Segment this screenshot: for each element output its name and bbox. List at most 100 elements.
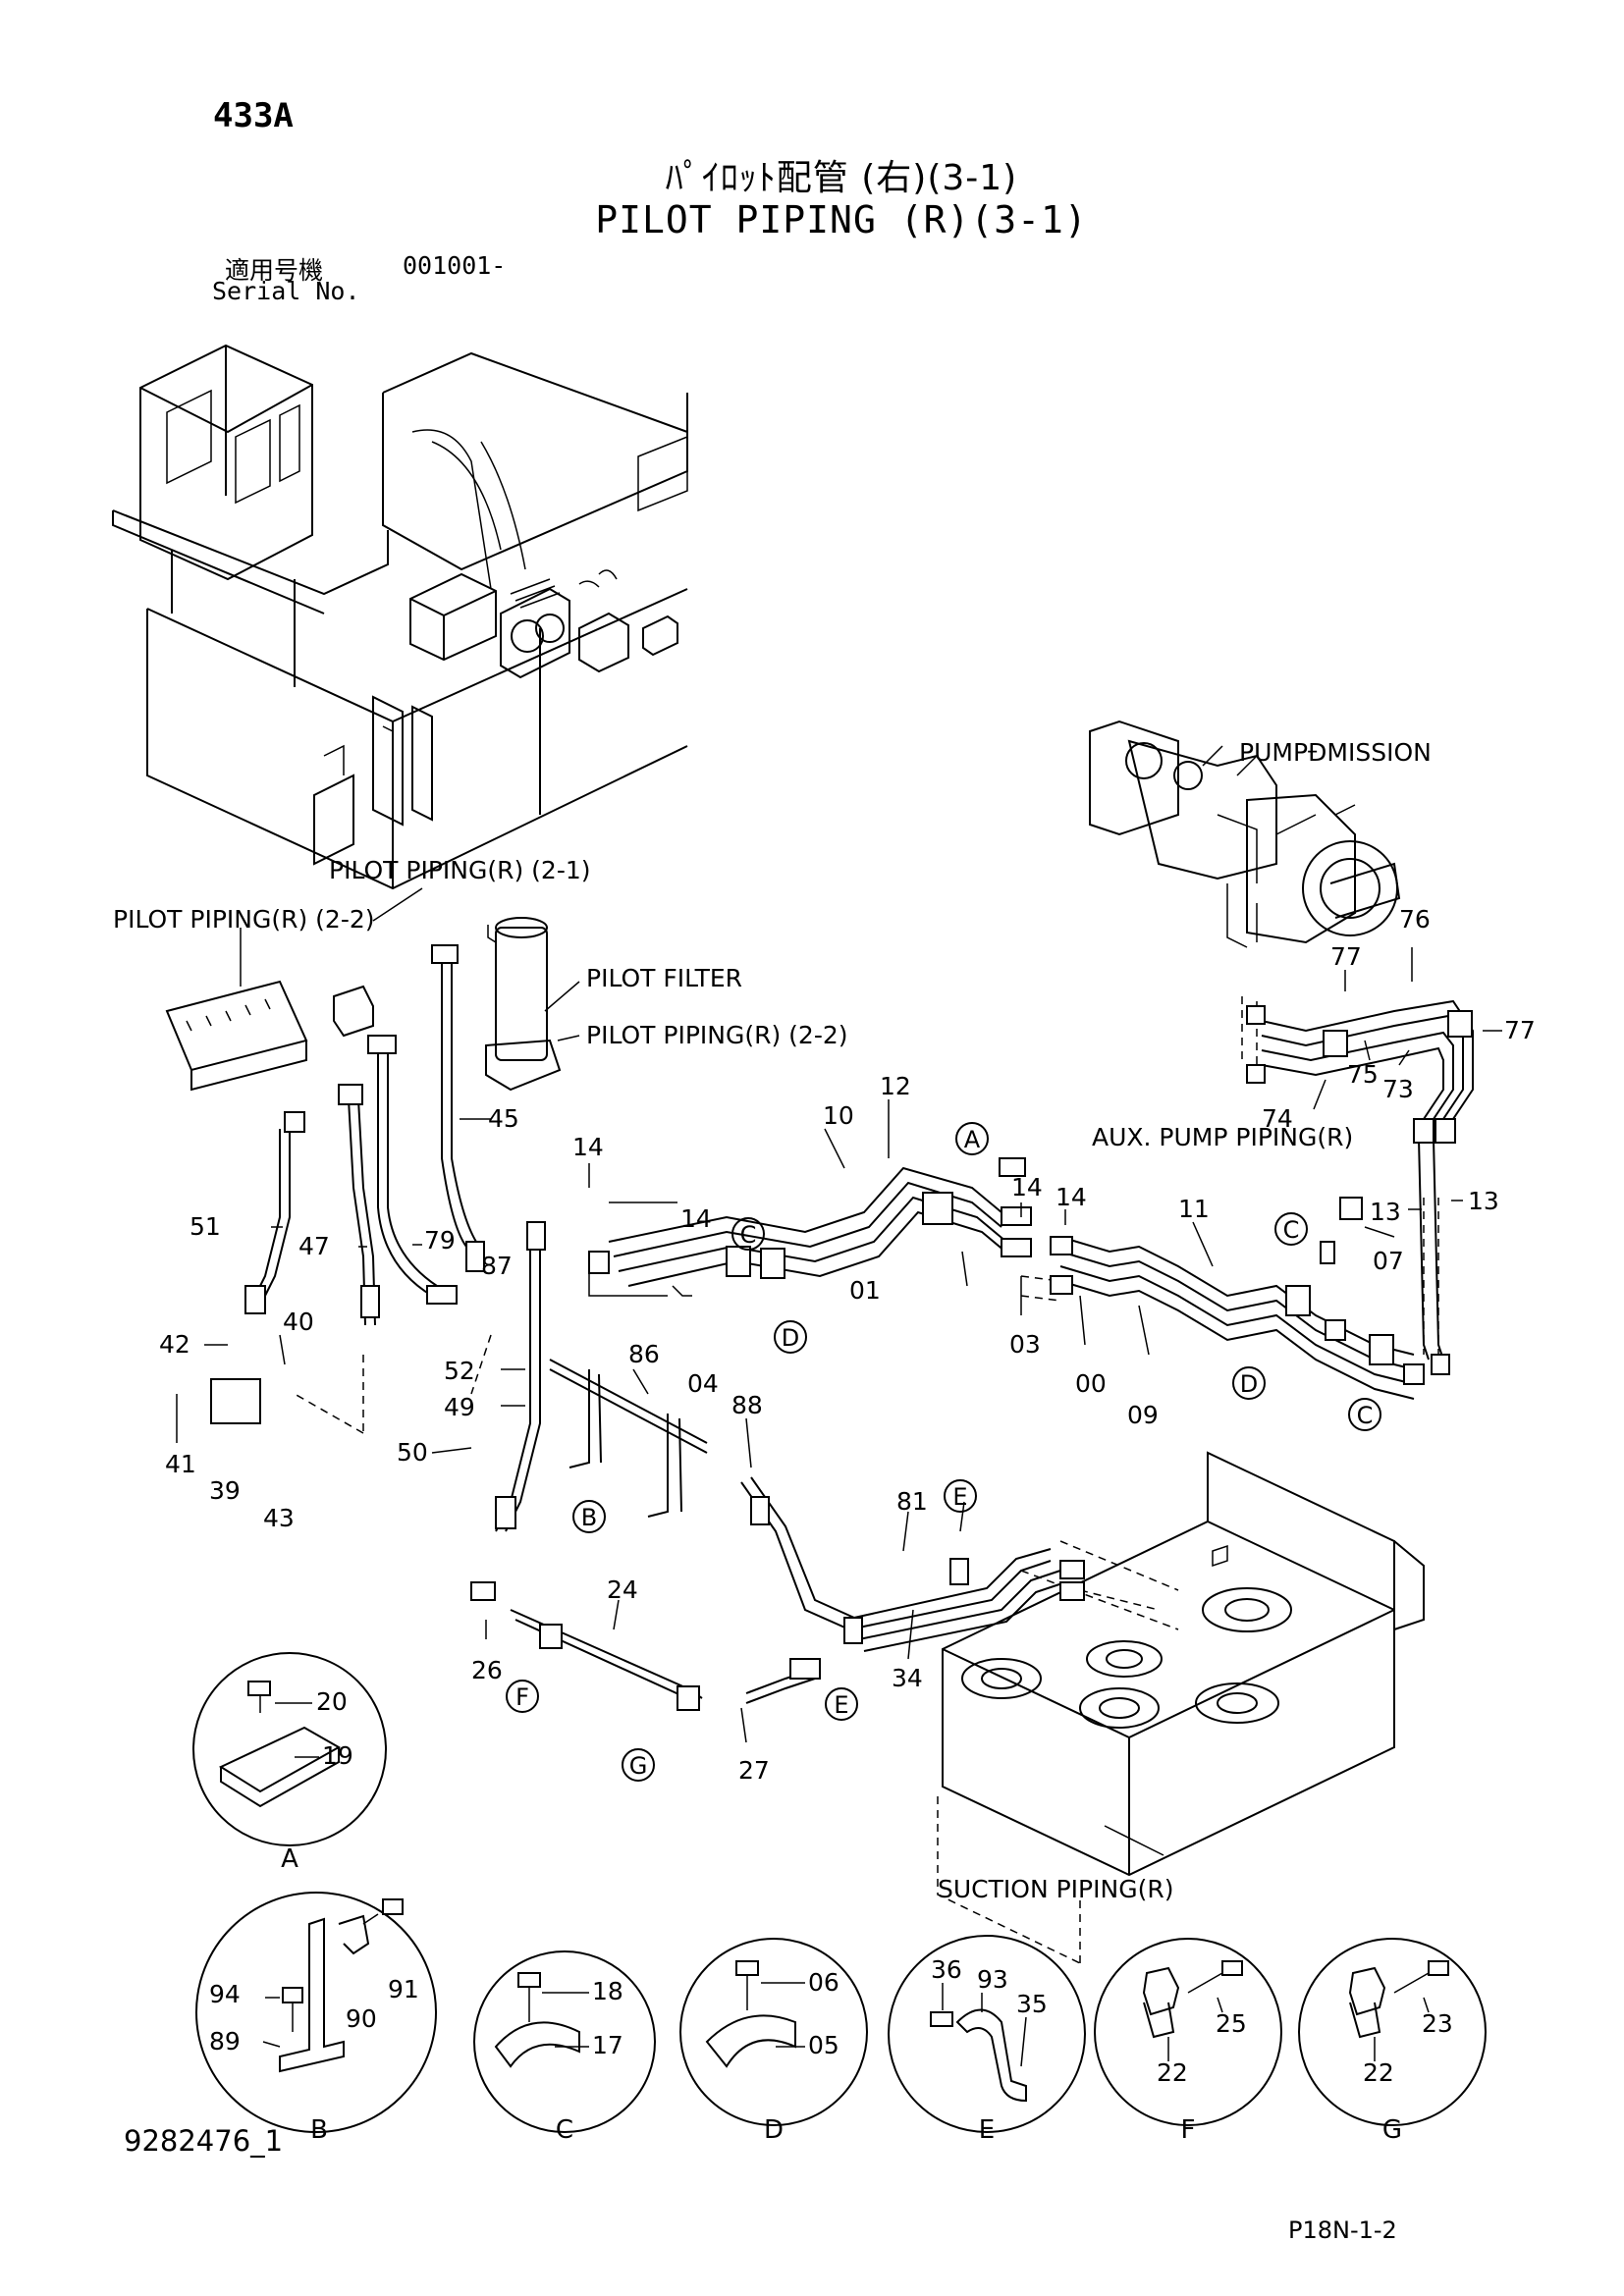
small-block-top	[333, 985, 374, 1038]
part-45: 45	[488, 1104, 519, 1133]
label-pilot-piping-2-1: PILOT PIPING(R) (2-1)	[329, 856, 591, 884]
detail-view-a: 20 19 A	[192, 1652, 387, 1874]
part-numbers: 12 10 14 14 14 14 01 04 03 00 09 11 13 1…	[159, 905, 1536, 1785]
label-suction-piping: SUCTION PIPING(R)	[938, 1875, 1173, 1903]
part-04: 04	[687, 1369, 719, 1398]
part-49: 49	[444, 1393, 475, 1421]
dashed-leaders	[294, 996, 1439, 1611]
callout-labels: PUMPÐMISSION PILOT PIPING(R) (2-1) PILOT…	[113, 738, 1432, 1903]
part-90: 90	[346, 2004, 377, 2033]
part-05: 05	[808, 2031, 839, 2059]
part-12: 12	[880, 1072, 911, 1100]
part-18: 18	[592, 1977, 623, 2005]
part-22-b: 22	[1363, 2058, 1394, 2087]
serial-label-japanese: 適用号機	[225, 256, 324, 285]
part-94: 94	[209, 1980, 241, 2008]
detail-label-b: B	[310, 2115, 328, 2145]
part-06: 06	[808, 1968, 839, 1997]
pipe-group-upper	[249, 957, 1066, 1709]
part-91: 91	[388, 1975, 419, 2003]
serial-label-english: Serial No.	[212, 277, 360, 305]
detail-view-d: 06 05 D	[679, 1938, 868, 2145]
label-aux-pump-piping: AUX. PUMP PIPING(R)	[1092, 1123, 1353, 1151]
part-51: 51	[189, 1212, 221, 1241]
part-41: 41	[165, 1450, 196, 1478]
hydraulic-tank	[937, 1451, 1425, 1964]
part-25: 25	[1216, 2009, 1247, 2038]
part-88: 88	[731, 1391, 763, 1419]
part-17: 17	[592, 2031, 623, 2059]
part-14-d: 14	[1056, 1183, 1087, 1211]
pilot-filter	[485, 917, 562, 1092]
part-01: 01	[849, 1276, 881, 1305]
part-52: 52	[444, 1357, 475, 1385]
part-13-b: 13	[1468, 1187, 1499, 1215]
ref-letter-c-3: C	[1357, 1402, 1374, 1429]
part-00: 00	[1075, 1369, 1107, 1398]
part-87: 87	[481, 1252, 513, 1280]
part-14-c: 14	[1011, 1173, 1043, 1201]
reference-markers: A B C C C D D E E F G	[506, 1122, 1381, 1782]
ref-letter-c-2: C	[1283, 1216, 1300, 1244]
title-japanese: ﾊﾟｲﾛｯﾄ配管 (右)(3-1)	[665, 158, 1018, 198]
ref-letter-e-1: E	[952, 1483, 967, 1511]
label-pilot-piping-2-2-left: PILOT PIPING(R) (2-2)	[113, 905, 375, 934]
detail-view-e: 36 93 35 E	[888, 1935, 1086, 2145]
part-42: 42	[159, 1330, 190, 1359]
part-20: 20	[316, 1687, 348, 1716]
label-pump-mission: PUMPÐMISSION	[1239, 738, 1432, 767]
part-11: 11	[1178, 1195, 1210, 1223]
detail-label-d: D	[764, 2115, 784, 2145]
manifold-block	[165, 980, 308, 1092]
label-pilot-piping-2-2-right: PILOT PIPING(R) (2-2)	[586, 1021, 848, 1049]
serial-number: 001001-	[403, 251, 507, 280]
ref-letter-c-1: C	[740, 1221, 757, 1249]
part-43: 43	[263, 1504, 295, 1532]
part-07: 07	[1373, 1247, 1404, 1275]
part-09: 09	[1127, 1401, 1159, 1429]
machine-overview-sketch	[112, 344, 688, 890]
ref-letter-d-1: D	[782, 1324, 799, 1352]
title-english: PILOT PIPING (R)(3-1)	[595, 198, 1088, 241]
part-39: 39	[209, 1476, 241, 1505]
part-26: 26	[471, 1656, 503, 1684]
part-22-a: 22	[1157, 2058, 1188, 2087]
detail-view-b: 94 89 90 91 B	[195, 1892, 437, 2145]
ref-letter-g: G	[629, 1752, 648, 1780]
detail-view-c: 18 17 C	[473, 1950, 656, 2145]
detail-label-a: A	[281, 1844, 298, 1874]
part-34: 34	[892, 1664, 923, 1692]
detail-label-f: F	[1181, 2115, 1196, 2145]
part-27: 27	[738, 1756, 770, 1785]
part-14-b: 14	[680, 1204, 712, 1233]
detail-label-c: C	[556, 2115, 573, 2145]
part-75: 75	[1347, 1060, 1379, 1089]
part-47: 47	[298, 1232, 330, 1260]
sheet-code: P18N-1-2	[1288, 2216, 1397, 2244]
detail-label-e: E	[979, 2115, 995, 2145]
part-36: 36	[931, 1955, 962, 1984]
part-79: 79	[424, 1226, 456, 1255]
part-24: 24	[607, 1575, 638, 1604]
detail-view-g: 23 22 G	[1298, 1938, 1487, 2145]
part-89: 89	[209, 2027, 241, 2056]
drawing-number: 9282476_1	[124, 2124, 284, 2158]
part-03: 03	[1009, 1330, 1041, 1359]
part-86: 86	[628, 1340, 660, 1368]
ref-letter-f: F	[515, 1683, 529, 1711]
part-93: 93	[977, 1965, 1008, 1994]
fittings	[210, 944, 1473, 1711]
part-40: 40	[283, 1308, 314, 1336]
part-81: 81	[896, 1487, 928, 1516]
part-77-b: 77	[1504, 1016, 1536, 1044]
label-pilot-filter: PILOT FILTER	[586, 964, 742, 992]
page-number: 433A	[213, 96, 294, 135]
ref-letter-b: B	[581, 1504, 597, 1531]
part-73: 73	[1382, 1075, 1414, 1103]
ref-letter-e-2: E	[834, 1691, 848, 1719]
part-10: 10	[823, 1101, 854, 1130]
part-50: 50	[397, 1438, 428, 1467]
detail-view-f: 25 22 F	[1094, 1938, 1282, 2145]
detail-label-g: G	[1382, 2115, 1402, 2145]
